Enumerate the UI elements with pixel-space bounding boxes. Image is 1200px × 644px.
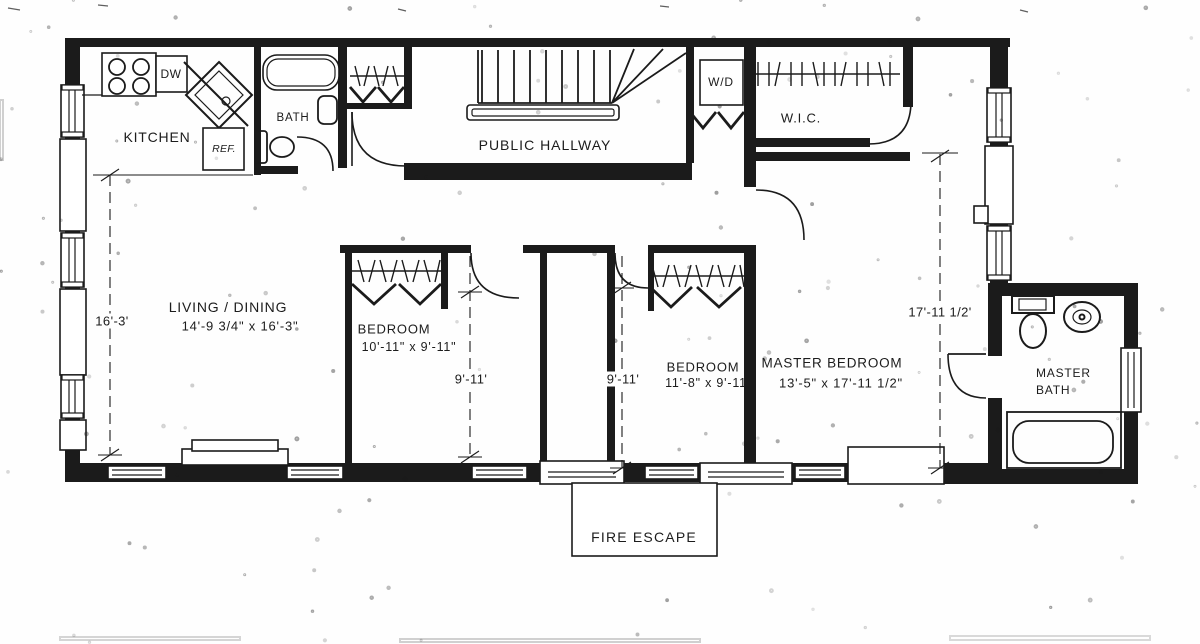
left-wall-windows (59, 84, 87, 451)
bedroom-1-label: BEDROOM (357, 321, 431, 337)
bifold-doors (348, 86, 406, 105)
toilet-bowl (269, 136, 295, 158)
right-wall-windows (973, 87, 1142, 413)
kitchen-fixtures (82, 52, 254, 171)
master-bath-label-line2: BATH (1036, 383, 1071, 397)
bath-label: BATH (276, 112, 310, 124)
bifold-doors (351, 282, 442, 306)
master-bath-label-line1: MASTER (1036, 366, 1091, 380)
bath-sink (317, 95, 338, 125)
bifold-doors (649, 285, 742, 309)
bedroom-2-label: BEDROOM (666, 359, 740, 375)
bedroom-2-fixtures (614, 252, 745, 309)
living-dining-label: LIVING / DINING (168, 299, 288, 315)
bathtub (262, 54, 340, 91)
stove-burner (108, 58, 126, 76)
wic-label: W.I.C. (780, 110, 822, 126)
stove-burner (132, 58, 150, 76)
living-dining-dimensions: 14'-9 3/4" x 16'-3" (181, 318, 299, 334)
washer-dryer-box (699, 59, 744, 106)
bedroom2-door-arc (614, 252, 649, 289)
dimension-master-height: 17'-11 1/2' (905, 304, 975, 320)
stove-burner (108, 77, 126, 95)
refrigerator-label: REF. (212, 143, 236, 155)
wic-door-arc (867, 100, 912, 145)
dimension-bedroom2-depth: 9'-11' (603, 371, 643, 387)
fire-escape-label: FIRE ESCAPE (591, 529, 697, 545)
stair-handrail (466, 104, 620, 121)
master-bath-door-arc (947, 353, 987, 399)
kitchen-label: KITCHEN (123, 129, 191, 145)
washer-dryer-label: W/D (708, 75, 734, 89)
bifold-doors (688, 111, 746, 131)
wd-closet-fixtures (688, 59, 746, 131)
public-hallway-label: PUBLIC HALLWAY (478, 137, 612, 153)
round-sink (1063, 301, 1101, 333)
fire-escape-box (571, 482, 718, 557)
wic-fixtures (752, 61, 912, 145)
bath-fixtures (254, 54, 340, 172)
hall-closet (348, 65, 407, 167)
dimension-bedroom1-depth: 9'-11' (451, 371, 491, 387)
dishwasher-label: DW (160, 67, 182, 81)
interior-walls (254, 47, 913, 463)
stove-burner (132, 77, 150, 95)
clothes-rod-hatches (757, 61, 891, 87)
toilet-tank (254, 130, 268, 164)
bedroom-1-dimensions: 10'-11" x 9'-11" (361, 340, 457, 354)
bedroom-1-fixtures (351, 252, 520, 306)
master-door-arc (755, 189, 805, 241)
bath-door-arc (296, 136, 334, 172)
dishwasher-box (155, 55, 188, 93)
kitchen-sink (184, 60, 254, 130)
refrigerator-box (202, 127, 245, 171)
stairs (466, 48, 687, 121)
master-bath-walls (940, 283, 1138, 484)
stair-winders (611, 48, 687, 104)
toilet-bowl (1019, 313, 1047, 349)
bedroom1-door-arc (470, 252, 520, 299)
bedroom-2-dimensions: 11'-8" x 9'-11 (665, 376, 747, 390)
master-tub (1006, 411, 1122, 469)
entry-door-arc (351, 111, 407, 167)
master-bath-fixtures (947, 295, 1122, 469)
bottom-wall-windows (107, 439, 945, 485)
master-bedroom-dimensions: 13'-5" x 17'-11 1/2" (779, 375, 903, 391)
dimension-living-height: 16'-3' (92, 313, 132, 329)
master-bedroom-label: MASTER BEDROOM (761, 355, 903, 371)
